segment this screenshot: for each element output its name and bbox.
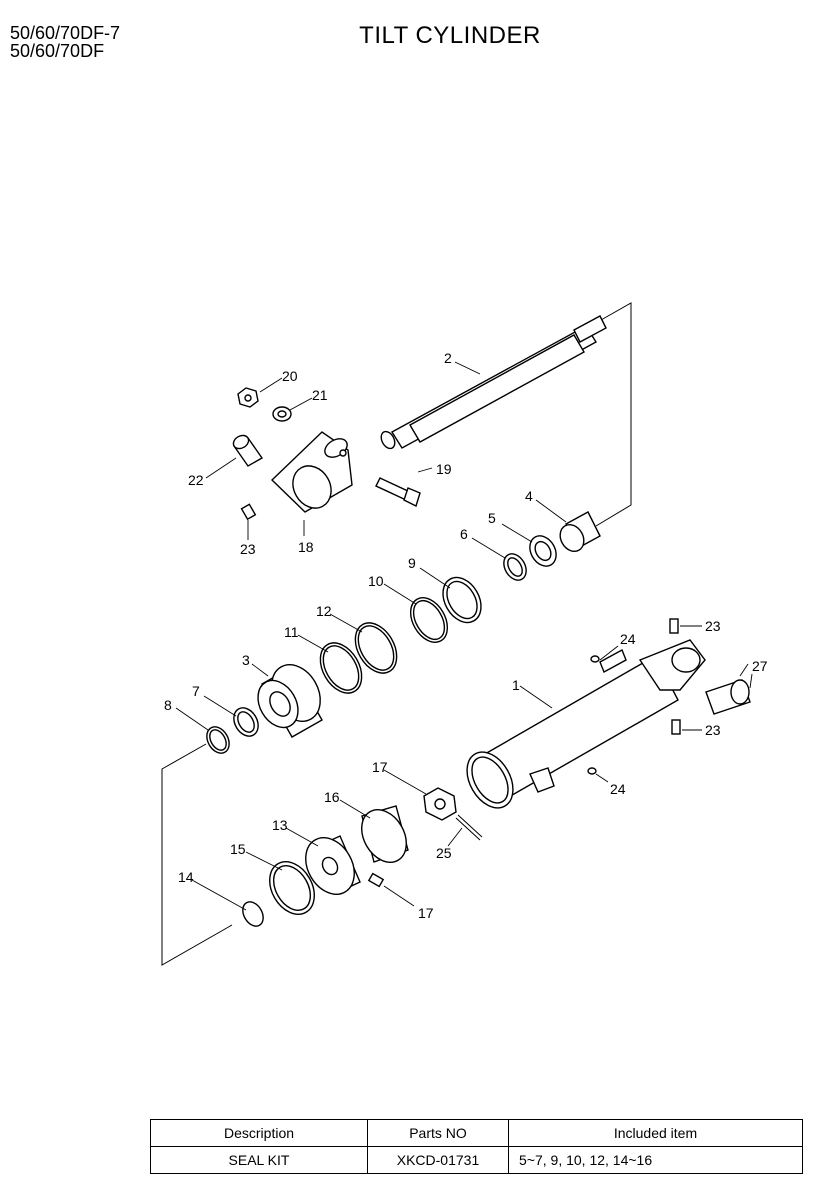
cell-description: SEAL KIT — [150, 1146, 368, 1174]
wiper-ring-part — [206, 726, 230, 754]
bushing-part — [232, 434, 264, 467]
callout-9: 9 — [408, 555, 416, 571]
guide-line-piston — [161, 743, 233, 966]
cotter-pin-part — [455, 814, 483, 841]
callout-23-tube-bottom: 23 — [705, 722, 721, 738]
callout-13: 13 — [272, 817, 288, 833]
model-number-primary: 50/60/70DF-7 — [10, 23, 121, 43]
callout-16: 16 — [324, 789, 340, 805]
piston-part — [305, 835, 361, 895]
retaining-ring-part — [503, 553, 527, 581]
callout-15: 15 — [230, 841, 246, 857]
callout-11: 11 — [284, 624, 299, 640]
cell-included-item: 5~7, 9, 10, 12, 14~16 — [508, 1146, 803, 1174]
callout-24-bottom: 24 — [610, 781, 626, 797]
gland-o-ring-part — [354, 622, 398, 674]
callout-27: 27 — [752, 658, 768, 674]
callout-2: 2 — [444, 350, 452, 366]
tube-bushing-part — [705, 679, 751, 715]
model-number-secondary: 50/60/70DF — [10, 41, 105, 61]
grease-nipple-part — [240, 503, 257, 521]
rod-bushing-part — [559, 511, 601, 553]
rod-seal-part — [442, 576, 482, 624]
dust-wiper-part — [529, 535, 557, 567]
callout-19: 19 — [436, 461, 452, 477]
o-ring-part — [409, 597, 449, 643]
piston-nut-part — [423, 787, 457, 821]
piston-rod-part — [380, 315, 607, 450]
column-header-included-item: Included item — [508, 1119, 803, 1147]
leader-lines — [175, 361, 753, 911]
seal-kit-table: Description Parts NO Included item SEAL … — [150, 1119, 803, 1174]
callout-10: 10 — [368, 573, 384, 589]
gland-part — [257, 664, 323, 738]
cell-parts-no: XKCD-01731 — [367, 1146, 509, 1174]
column-header-parts-no: Parts NO — [367, 1119, 509, 1147]
callout-22: 22 — [188, 472, 204, 488]
callout-5: 5 — [488, 510, 496, 526]
backup-ring-part — [319, 642, 363, 694]
callout-12: 12 — [316, 603, 332, 619]
callout-7: 7 — [192, 683, 200, 699]
rod-eye-part — [270, 431, 353, 513]
callout-24-top: 24 — [620, 631, 636, 647]
callout-23-rod-eye: 23 — [240, 541, 256, 557]
callout-18: 18 — [298, 539, 314, 555]
grease-nipple-bottom-part — [671, 719, 681, 735]
exploded-parts-diagram: 1 2 3 4 5 6 7 8 9 10 11 12 13 14 15 16 1… — [161, 302, 768, 966]
table-header-row: Description Parts NO Included item — [150, 1119, 803, 1147]
cylinder-tube-part — [466, 639, 706, 809]
column-header-description: Description — [150, 1119, 368, 1147]
guide-line-rod — [595, 302, 632, 527]
table-row: SEAL KIT XKCD-01731 5~7, 9, 10, 12, 14~1… — [150, 1146, 803, 1174]
pin-top-part — [590, 655, 600, 663]
pin-bottom-part — [587, 767, 597, 775]
callout-14: 14 — [178, 869, 194, 885]
callout-21: 21 — [312, 387, 328, 403]
set-screw-part — [367, 872, 385, 888]
page-title: TILT CYLINDER — [359, 22, 541, 49]
callout-1: 1 — [512, 677, 520, 693]
callout-20: 20 — [282, 368, 298, 384]
washer-part — [272, 406, 292, 422]
piston-o-ring-part — [242, 901, 264, 927]
callout-6: 6 — [460, 526, 468, 542]
bolt-part — [375, 477, 421, 507]
callout-4: 4 — [525, 488, 533, 504]
nut-part — [237, 387, 259, 408]
callout-23-tube-top: 23 — [705, 618, 721, 634]
callout-25: 25 — [436, 845, 452, 861]
wear-ring-part — [361, 805, 409, 863]
callout-3: 3 — [242, 652, 250, 668]
grease-nipple-top-part — [669, 618, 679, 634]
gland-seal-part — [233, 707, 259, 737]
callout-8: 8 — [164, 697, 172, 713]
callout-17-set-screw: 17 — [418, 905, 434, 921]
piston-seal-part — [269, 861, 315, 915]
callout-17-nut: 17 — [372, 759, 388, 775]
